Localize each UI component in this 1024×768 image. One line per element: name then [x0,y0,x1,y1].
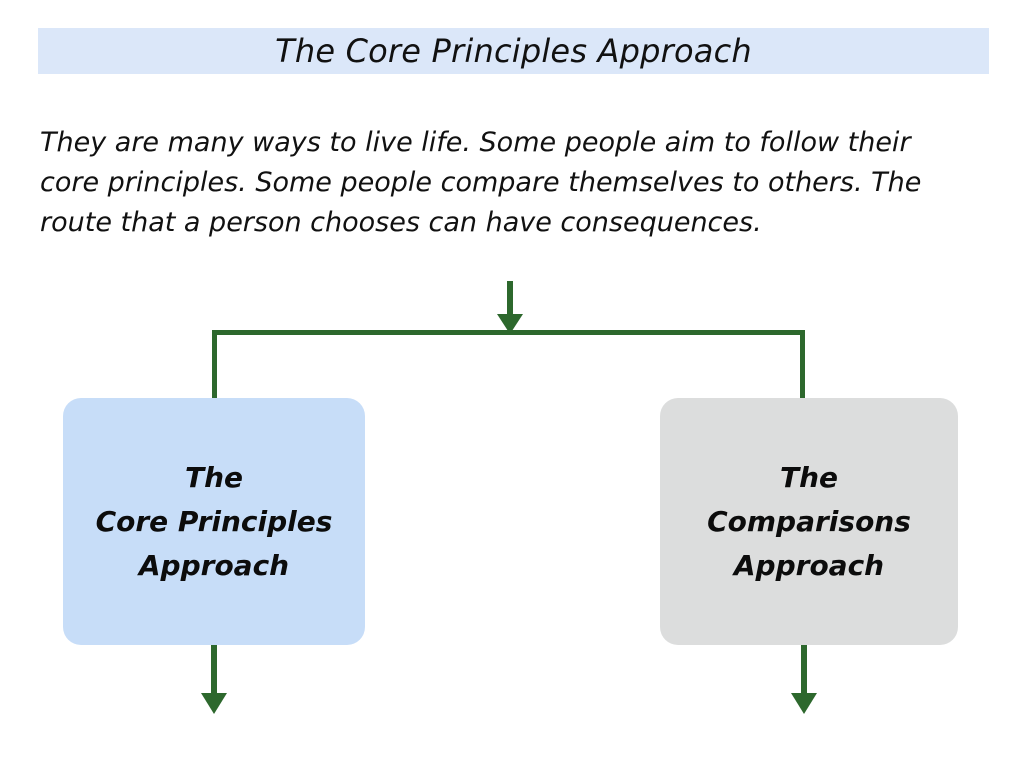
intro-line-1: They are many ways to live life. Some pe… [40,127,911,158]
core-principles-box-line-1: The [184,460,244,494]
branch-right-drop-line [800,333,805,398]
core-principles-box-line-2: Core Principles [95,504,333,538]
branch-horizontal-line [212,330,805,335]
title-banner: The Core Principles Approach [38,28,989,74]
comparisons-box-line-3: Approach [733,548,885,582]
intro-line-3: route that a person chooses can have con… [40,207,762,238]
core-principles-box-line-3: Approach [138,548,290,582]
core-principles-outflow-arrow-icon [201,693,227,714]
page-title: The Core Principles Approach [275,32,752,70]
comparisons-box-line-2: Comparisons [707,504,911,538]
comparisons-box: The Comparisons Approach [660,398,958,645]
center-down-arrow-icon [497,314,523,334]
comparisons-box-line-1: The [779,460,839,494]
comparisons-outflow-arrow-icon [791,693,817,714]
center-down-arrow-shaft [507,281,513,315]
core-principles-outflow-arrow-shaft [211,645,217,695]
comparisons-outflow-arrow-shaft [801,645,807,695]
intro-paragraph: They are many ways to live life. Some pe… [40,123,984,243]
branch-left-drop-line [212,333,217,398]
intro-line-2: core principles. Some people compare the… [40,167,922,198]
core-principles-box: The Core Principles Approach [63,398,365,645]
